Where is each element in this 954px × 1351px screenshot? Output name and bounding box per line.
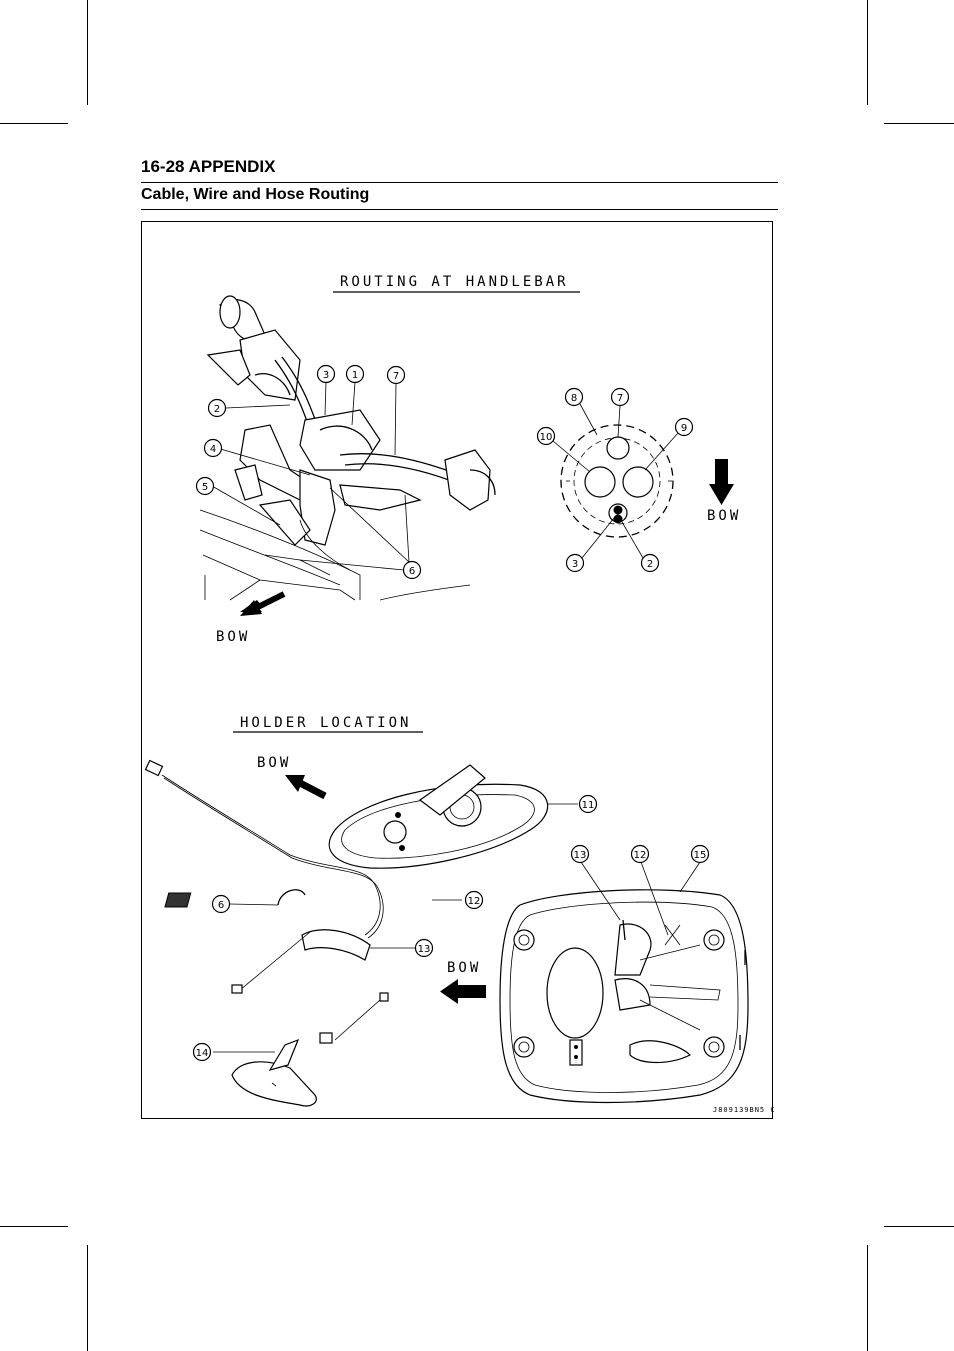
- callout-h14: 14: [192, 1042, 212, 1062]
- grommet-detail: [560, 424, 674, 538]
- handlebar-drawing: [199, 295, 496, 601]
- crop-mark: [0, 1226, 68, 1227]
- svg-text:8: 8: [571, 393, 577, 404]
- svg-text:12: 12: [634, 850, 647, 861]
- header-rule: [141, 182, 778, 183]
- callout-d3: 3: [565, 553, 585, 573]
- svg-text:13: 13: [418, 944, 431, 955]
- crop-mark: [87, 0, 88, 105]
- callout-h6: 6: [211, 894, 231, 914]
- page-title: 16-28 APPENDIX: [141, 157, 276, 176]
- callout-b13: 13: [570, 844, 590, 864]
- svg-text:11: 11: [582, 800, 595, 811]
- callout-d10: 10: [536, 426, 556, 446]
- callout-4: 4: [203, 438, 223, 458]
- svg-text:7: 7: [393, 371, 399, 382]
- cover-plate: [328, 764, 549, 869]
- callout-d2: 2: [640, 553, 660, 573]
- crop-mark: [867, 0, 868, 105]
- callout-d7: 7: [610, 387, 630, 407]
- bow-label: BOW: [707, 508, 741, 524]
- callout-7: 7: [386, 365, 406, 385]
- bow-label: BOW: [447, 960, 481, 976]
- figure-code: J809139BN5 C: [713, 1106, 776, 1114]
- svg-text:2: 2: [647, 559, 653, 570]
- svg-text:1: 1: [352, 370, 358, 381]
- callout-1: 1: [345, 364, 365, 384]
- svg-text:3: 3: [572, 559, 578, 570]
- callout-h12: 12: [464, 890, 484, 910]
- callout-b15: 15: [690, 844, 710, 864]
- svg-text:6: 6: [218, 900, 224, 911]
- callout-b12: 12: [630, 844, 650, 864]
- svg-text:12: 12: [468, 896, 481, 907]
- section-title: Cable, Wire and Hose Routing: [141, 186, 370, 203]
- callout-d8: 8: [564, 387, 584, 407]
- callout-5: 5: [195, 476, 215, 496]
- deck-housing: [499, 889, 749, 1104]
- callout-d9: 9: [674, 417, 694, 437]
- callout-3: 3: [316, 364, 336, 384]
- figure-frame: [141, 221, 773, 1119]
- crop-mark: [87, 1245, 88, 1351]
- svg-text:3: 3: [323, 370, 329, 381]
- callout-h11: 11: [578, 794, 598, 814]
- routing-title: ROUTING AT HANDLEBAR: [340, 274, 569, 290]
- svg-text:2: 2: [214, 404, 220, 415]
- svg-text:14: 14: [196, 1048, 209, 1059]
- svg-text:5: 5: [202, 482, 208, 493]
- svg-text:10: 10: [540, 432, 553, 443]
- holder-title: HOLDER LOCATION: [240, 715, 411, 731]
- svg-text:7: 7: [617, 393, 623, 404]
- callout-h13: 13: [414, 938, 434, 958]
- callout-2: 2: [207, 398, 227, 418]
- header-rule: [141, 209, 778, 210]
- bow-label: BOW: [257, 755, 291, 771]
- svg-text:13: 13: [574, 850, 587, 861]
- svg-text:6: 6: [409, 566, 415, 577]
- bow-label: BOW: [216, 629, 250, 645]
- crop-mark: [884, 1226, 954, 1227]
- callout-6: 6: [402, 560, 422, 580]
- crop-mark: [884, 123, 954, 124]
- svg-text:15: 15: [694, 850, 707, 861]
- svg-text:9: 9: [681, 423, 687, 434]
- crop-mark: [0, 123, 68, 124]
- svg-text:4: 4: [210, 444, 216, 455]
- crop-mark: [867, 1245, 868, 1351]
